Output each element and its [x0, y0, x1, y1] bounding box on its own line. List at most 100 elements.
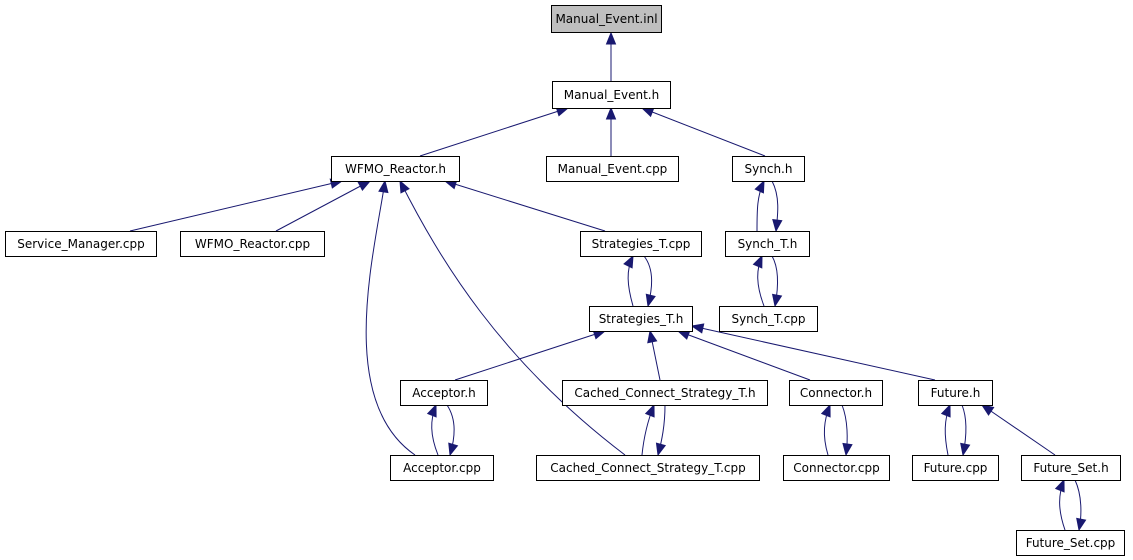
edge-arrowhead — [357, 180, 372, 192]
node-box[interactable] — [552, 81, 671, 109]
node-box[interactable] — [5, 231, 157, 257]
edge-arrowhead — [1076, 517, 1087, 532]
node-connector-cpp[interactable]: Connector.cpp — [783, 455, 890, 481]
node-box[interactable] — [580, 231, 702, 257]
node-box[interactable] — [725, 231, 810, 257]
edge-line — [419, 107, 569, 157]
node-label: Synch.h — [745, 162, 793, 176]
node-box[interactable] — [589, 306, 693, 332]
edge-arrowhead — [754, 179, 765, 194]
node-box[interactable] — [783, 455, 890, 481]
node-connector-h[interactable]: Connector.h — [789, 380, 883, 406]
node-box[interactable] — [546, 156, 679, 182]
edge-arrowhead — [690, 323, 705, 334]
edge-cached_connect_strategy_t_cpp-to-cached_connect_strategy_t_h — [641, 403, 655, 456]
node-manual-event-h[interactable]: Manual_Event.h — [552, 81, 671, 109]
node-wfmo-reactor-cpp[interactable]: WFMO_Reactor.cpp — [180, 231, 325, 257]
node-label: Synch_T.h — [738, 237, 798, 251]
node-synch-t-h[interactable]: Synch_T.h — [725, 231, 810, 257]
node-label: WFMO_Reactor.h — [345, 162, 446, 176]
edge-arrowhead — [655, 442, 667, 457]
node-synch-t-cpp[interactable]: Synch_T.cpp — [719, 306, 818, 332]
node-box[interactable] — [732, 156, 805, 182]
node-cached-connect-strategy-t-h[interactable]: Cached_Connect_Strategy_T.h — [562, 380, 768, 406]
edge-arrowhead — [771, 293, 783, 308]
node-future-cpp[interactable]: Future.cpp — [912, 455, 999, 481]
node-manual-event-inl[interactable]: Manual_Event.inl — [551, 5, 662, 33]
node-label: Acceptor.cpp — [403, 461, 481, 475]
edge-strategies_t_cpp-to-wfmo_reactor_h — [443, 179, 606, 232]
node-label: Service_Manager.cpp — [17, 237, 145, 251]
edge-cached_connect_strategy_t_h-to-cached_connect_strategy_t_cpp — [655, 404, 667, 457]
node-synch-h[interactable]: Synch.h — [732, 156, 805, 182]
node-box[interactable] — [1016, 530, 1125, 556]
edge-future_set_h-to-future_h — [980, 404, 1056, 456]
node-label: Connector.cpp — [793, 461, 879, 475]
node-acceptor-cpp[interactable]: Acceptor.cpp — [390, 455, 494, 481]
node-label: Future.h — [931, 386, 981, 400]
node-box[interactable] — [536, 455, 760, 481]
node-box[interactable] — [719, 306, 818, 332]
node-label: Strategies_T.h — [599, 312, 684, 326]
node-label: WFMO_Reactor.cpp — [195, 237, 310, 251]
edge-acceptor_cpp-to-acceptor_h — [426, 403, 439, 456]
node-manual-event-cpp[interactable]: Manual_Event.cpp — [546, 156, 679, 182]
node-label: Cached_Connect_Strategy_T.cpp — [550, 461, 746, 475]
node-future-set-cpp[interactable]: Future_Set.cpp — [1016, 530, 1125, 556]
node-label: Strategies_T.cpp — [592, 237, 691, 251]
edge-acceptor_h-to-acceptor_cpp — [446, 404, 459, 457]
edge-line — [641, 107, 766, 157]
edge-arrowhead — [647, 329, 658, 344]
edge-wfmo_reactor_cpp-to-wfmo_reactor_h — [275, 180, 372, 232]
node-acceptor-h[interactable]: Acceptor.h — [400, 380, 488, 406]
node-future-set-h[interactable]: Future_Set.h — [1021, 455, 1121, 481]
node-box[interactable] — [562, 380, 768, 406]
nodes-layer: Manual_Event.inlManual_Event.hWFMO_React… — [5, 5, 1125, 556]
node-label: Manual_Event.cpp — [558, 162, 668, 176]
edge-arrowhead — [820, 403, 831, 418]
edge-wfmo_reactor_h-to-manual_event_h — [419, 106, 570, 157]
edge-arrowhead — [399, 179, 410, 194]
edge-line — [129, 180, 343, 232]
node-future-h[interactable]: Future.h — [918, 380, 993, 406]
node-cached-connect-strategy-t-cpp[interactable]: Cached_Connect_Strategy_T.cpp — [536, 455, 760, 481]
node-box[interactable] — [918, 380, 993, 406]
node-strategies-t-h[interactable]: Strategies_T.h — [589, 306, 693, 332]
edge-arrowhead — [960, 442, 971, 457]
node-box[interactable] — [331, 156, 460, 182]
edge-line — [275, 180, 371, 232]
edge-future_cpp-to-future_h — [940, 403, 951, 456]
edge-connector_h-to-strategies_t_h — [676, 330, 811, 381]
edge-cached_connect_strategy_t_cpp-to-wfmo_reactor_h — [399, 179, 626, 456]
edge-line — [981, 404, 1056, 456]
node-strategies-t-cpp[interactable]: Strategies_T.cpp — [580, 231, 702, 257]
node-box[interactable] — [1021, 455, 1121, 481]
node-box[interactable] — [390, 455, 494, 481]
edge-connector_h-to-connector_cpp — [841, 404, 853, 457]
node-label: Connector.h — [800, 386, 872, 400]
edge-arrowhead — [940, 403, 951, 418]
edge-line — [454, 330, 606, 381]
edge-line — [399, 180, 626, 456]
edge-arrowhead — [623, 254, 634, 269]
edge-future_set_cpp-to-future_set_h — [1054, 478, 1066, 531]
node-box[interactable] — [551, 5, 662, 33]
edge-arrowhead — [448, 442, 459, 457]
edge-arrowhead — [645, 293, 656, 308]
edge-service_manager_cpp-to-wfmo_reactor_h — [129, 178, 344, 232]
node-box[interactable] — [912, 455, 999, 481]
edge-arrowhead — [980, 404, 995, 416]
node-box[interactable] — [180, 231, 325, 257]
edge-acceptor_h-to-strategies_t_h — [454, 329, 607, 381]
edge-line — [444, 180, 606, 232]
edge-acceptor_cpp-to-wfmo_reactor_h — [365, 179, 416, 456]
edge-synch_t_h-to-synch_h — [754, 179, 765, 232]
node-box[interactable] — [400, 380, 488, 406]
edge-synch_h-to-manual_event_h — [640, 107, 766, 157]
node-label: Synch_T.cpp — [731, 312, 805, 326]
edge-future_set_h-to-future_set_cpp — [1074, 479, 1087, 532]
node-box[interactable] — [789, 380, 883, 406]
node-service-manager-cpp[interactable]: Service_Manager.cpp — [5, 231, 157, 257]
edge-synch_h-to-synch_t_h — [771, 180, 783, 233]
node-wfmo-reactor-h[interactable]: WFMO_Reactor.h — [331, 156, 460, 182]
